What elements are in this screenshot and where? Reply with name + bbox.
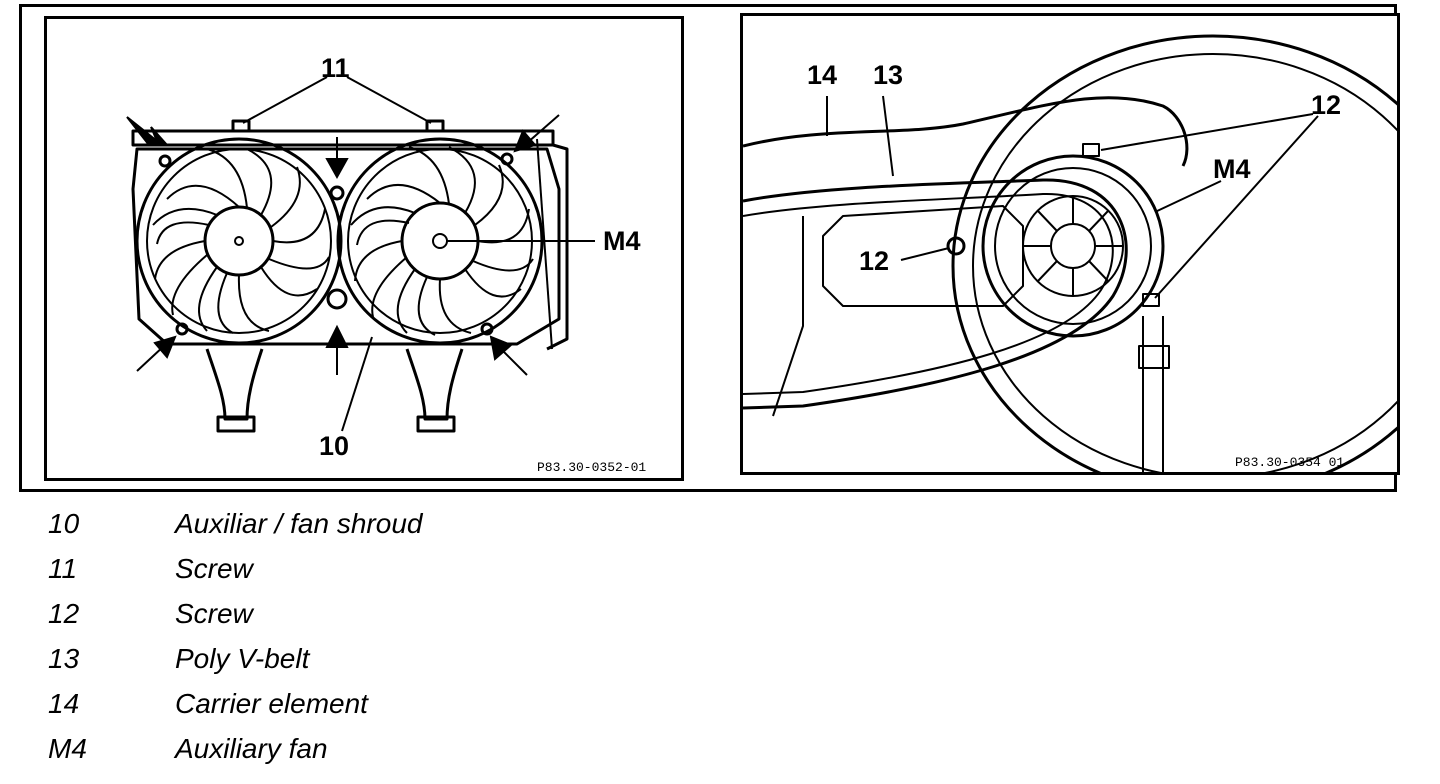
legend-description: Auxiliar / fan shroud — [175, 508, 423, 539]
legend-description: Poly V-belt — [175, 643, 310, 674]
legend-description: Auxiliary fan — [175, 733, 328, 764]
legend-description: Carrier element — [175, 688, 368, 719]
fan-shroud-drawing: 11 M4 10 P83.30-0352-01 — [126, 53, 646, 475]
callout-13: 13 — [873, 60, 903, 90]
callout-12-center: 12 — [859, 246, 889, 276]
figure-code-right: P83.30-0354 01 — [1235, 455, 1344, 470]
legend-number: 13 — [48, 643, 80, 674]
legend-number: 12 — [48, 598, 80, 629]
legend-number: 14 — [48, 688, 80, 719]
callout-m4-right: M4 — [1213, 154, 1251, 184]
legend: 10 Auxiliar / fan shroud 11 Screw 12 Scr… — [0, 0, 700, 764]
callout-11: 11 — [321, 53, 350, 83]
callout-10: 10 — [319, 431, 349, 461]
callout-m4: M4 — [603, 226, 641, 256]
callout-12-right: 12 — [1311, 90, 1341, 120]
right-figure-panel: 14 13 12 M4 12 P83.30-0354 01 — [740, 13, 1400, 475]
legend-description: Screw — [175, 598, 253, 629]
legend-number: 10 — [48, 508, 80, 539]
legend-number: M4 — [48, 733, 87, 764]
figure-code: P83.30-0352-01 — [537, 460, 646, 475]
legend-number: 11 — [48, 553, 78, 584]
left-figure-panel: 11 M4 10 P83.30-0352-01 — [44, 16, 684, 481]
v-belt-drawing: 14 13 12 M4 12 P83.30-0354 01 — [743, 34, 1397, 472]
callout-14: 14 — [807, 60, 837, 90]
legend-description: Screw — [175, 553, 253, 584]
